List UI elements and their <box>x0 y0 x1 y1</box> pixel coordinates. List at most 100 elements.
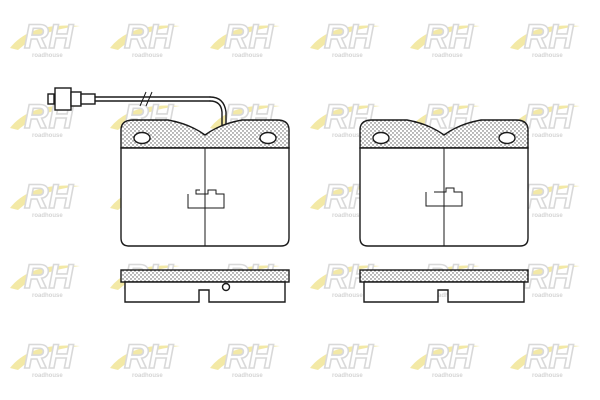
watermark-subtext: roadhouse <box>132 53 163 59</box>
watermark-swoosh <box>410 345 480 370</box>
brake-pad-right-side <box>359 269 529 303</box>
watermark-letters: RH <box>524 338 575 376</box>
watermark-letters: RH <box>524 18 575 56</box>
mount-hole-left-b <box>259 131 277 145</box>
watermark-subtext: roadhouse <box>432 373 463 379</box>
watermark-swoosh <box>10 25 80 50</box>
watermark-subtext: roadhouse <box>532 213 563 219</box>
watermark-swoosh <box>10 345 80 370</box>
watermark-swoosh <box>210 25 280 50</box>
backing-plate-right <box>359 119 529 149</box>
sensor-plug-body <box>54 87 72 111</box>
side-backing-left <box>120 269 290 283</box>
sensor-pin-side <box>221 282 231 292</box>
watermark-letters: RH <box>424 338 475 376</box>
mount-hole-right-a <box>372 131 390 145</box>
watermark-letters: RH <box>124 338 175 376</box>
watermark-swoosh <box>310 265 380 290</box>
mount-hole-left-a <box>133 131 151 145</box>
watermark-subtext: roadhouse <box>32 53 63 59</box>
watermark-swoosh <box>10 265 80 290</box>
watermark-subtext: roadhouse <box>332 133 363 139</box>
watermark-letters: RH <box>124 18 175 56</box>
watermark-letters: RH <box>224 338 275 376</box>
watermark-swoosh <box>310 25 380 50</box>
watermark-subtext: roadhouse <box>432 53 463 59</box>
watermark-swoosh <box>310 105 380 130</box>
watermark-subtext: roadhouse <box>532 133 563 139</box>
sensor-wire-bend <box>209 96 227 159</box>
side-backing-right <box>359 269 529 283</box>
watermark-swoosh <box>310 345 380 370</box>
watermark-subtext: roadhouse <box>532 373 563 379</box>
watermark-letters: RH <box>24 18 75 56</box>
sensor-plug-collar <box>70 91 82 107</box>
watermark-subtext: roadhouse <box>132 373 163 379</box>
watermark-subtext: roadhouse <box>232 373 263 379</box>
watermark-letters: RH <box>24 178 75 216</box>
watermark-subtext: roadhouse <box>332 213 363 219</box>
mount-hole-right-b <box>498 131 516 145</box>
watermark-subtext: roadhouse <box>332 293 363 299</box>
shim-clip-right <box>425 187 463 207</box>
brake-pad-left-side <box>120 269 290 303</box>
watermark-letters: RH <box>324 18 375 56</box>
watermark-letters: RH <box>224 18 275 56</box>
watermark-subtext: roadhouse <box>332 373 363 379</box>
watermark-swoosh <box>110 105 180 130</box>
watermark-subtext: roadhouse <box>332 53 363 59</box>
watermark-swoosh <box>310 185 380 210</box>
watermark-swoosh <box>10 105 80 130</box>
side-friction-right <box>363 281 525 303</box>
brake-pad-left-front <box>120 119 290 247</box>
watermark-letters: RH <box>24 338 75 376</box>
side-friction-left <box>124 281 286 303</box>
watermark-swoosh <box>110 25 180 50</box>
watermark-subtext: roadhouse <box>232 53 263 59</box>
backing-plate-left <box>120 119 290 149</box>
watermark-subtext: roadhouse <box>532 53 563 59</box>
watermark-letters: RH <box>324 98 375 136</box>
watermark-swoosh <box>110 345 180 370</box>
watermark-swoosh <box>410 25 480 50</box>
watermark-letters: RH <box>524 178 575 216</box>
watermark-letters: RH <box>24 258 75 296</box>
shim-clip-left <box>187 189 225 209</box>
sensor-plug-sleeve <box>80 93 96 105</box>
watermark-subtext: roadhouse <box>32 373 63 379</box>
watermark-subtext: roadhouse <box>32 213 63 219</box>
cable-break-mark <box>139 91 147 107</box>
watermark-swoosh <box>210 345 280 370</box>
watermark-swoosh <box>510 345 580 370</box>
watermark-letters: RH <box>424 18 475 56</box>
watermark-swoosh <box>10 185 80 210</box>
watermark-subtext: roadhouse <box>32 133 63 139</box>
watermark-letters: RH <box>324 338 375 376</box>
brake-pad-right-front <box>359 119 529 247</box>
watermark-subtext: roadhouse <box>532 293 563 299</box>
watermark-subtext: roadhouse <box>32 293 63 299</box>
watermark-swoosh <box>510 25 580 50</box>
watermark-letters: RH <box>524 98 575 136</box>
watermark-letters: RH <box>524 258 575 296</box>
sensor-plug-tip <box>47 93 55 105</box>
